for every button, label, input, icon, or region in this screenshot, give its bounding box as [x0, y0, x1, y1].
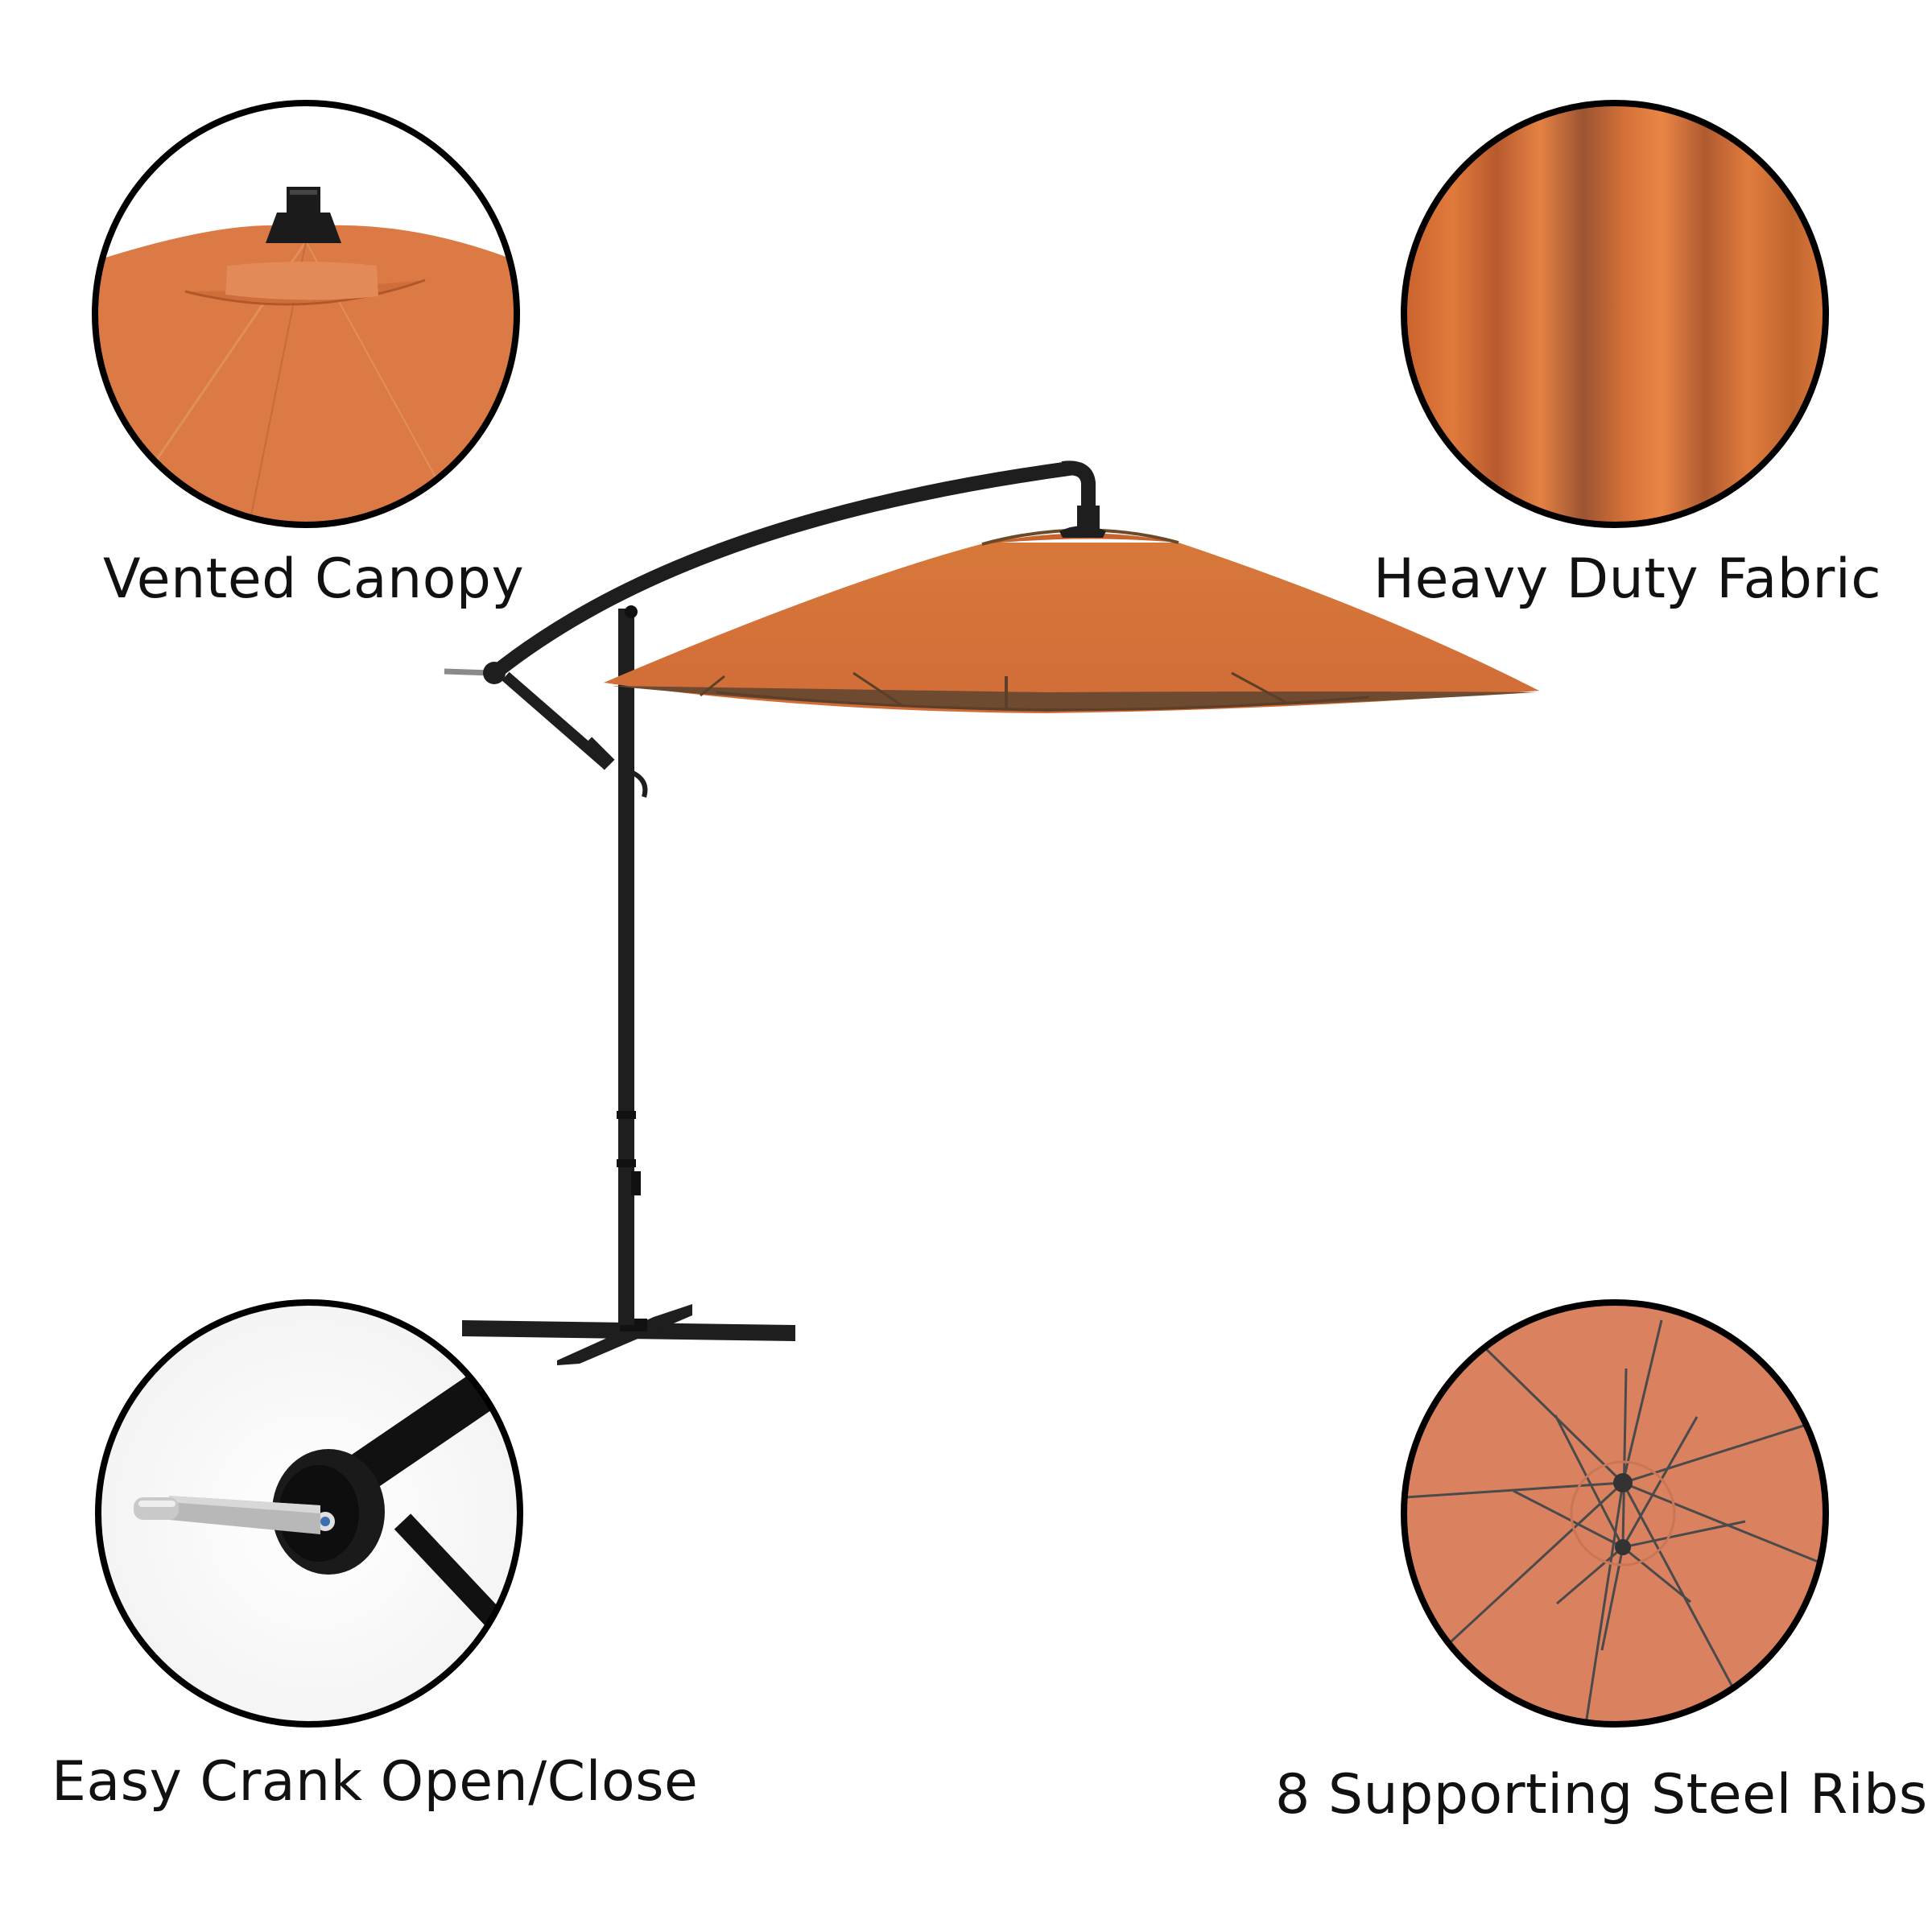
vent-cap-icon: [266, 187, 341, 243]
steel-ribs-caption: 8 Supporting Steel Ribs: [1275, 1763, 1928, 1827]
umbrella-pole: [617, 609, 641, 1325]
steel-ribs-detail: [1401, 1299, 1829, 1728]
umbrella-canopy: [604, 526, 1539, 713]
cantilever-arm: [485, 461, 1076, 682]
vented-canopy-caption: Vented Canopy: [103, 547, 525, 611]
crank-handle: [444, 662, 506, 684]
easy-crank-detail: [95, 1299, 523, 1728]
easy-crank-caption: Easy Crank Open/Close: [52, 1750, 699, 1814]
crank-arm-icon: [134, 1496, 320, 1534]
vented-canopy-detail: [92, 100, 520, 528]
heavy-duty-fabric-detail: [1401, 100, 1829, 528]
cantilever-umbrella: [444, 460, 1539, 1365]
heavy-duty-fabric-caption: Heavy Duty Fabric: [1373, 547, 1882, 611]
